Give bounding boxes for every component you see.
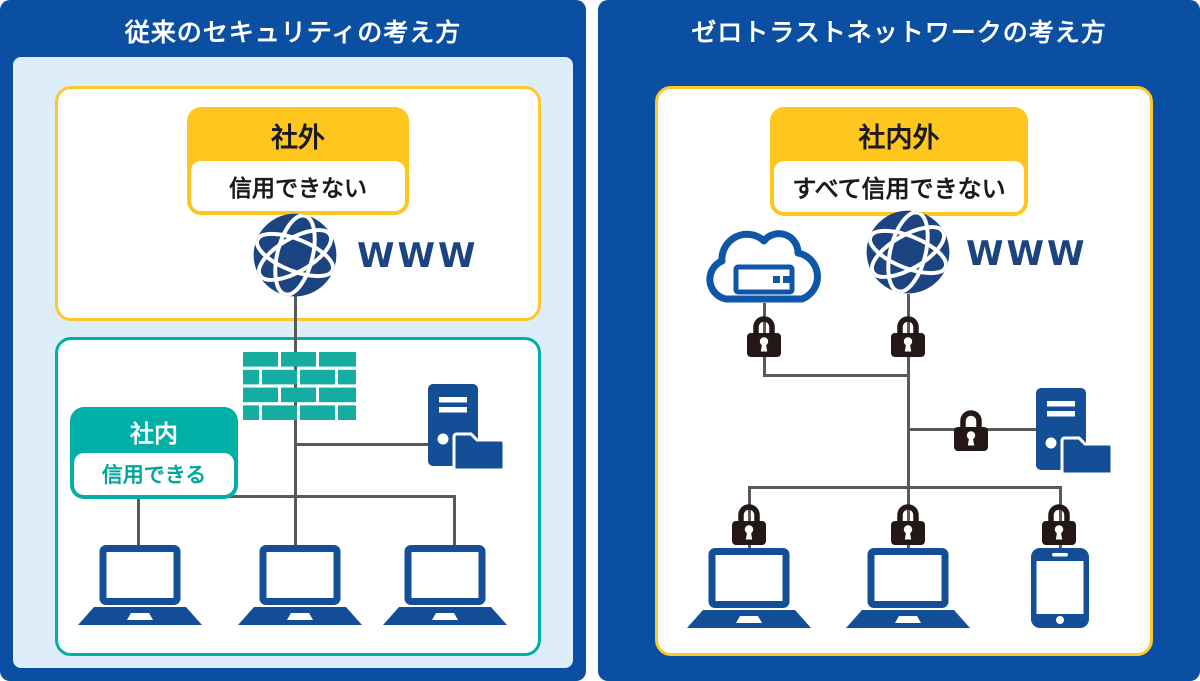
lock-icon-laptop1 xyxy=(729,502,769,546)
network-line-distribution-left xyxy=(137,495,456,498)
network-line-distribution-right xyxy=(747,486,1062,489)
internet-globe-icon xyxy=(251,211,339,299)
cloud-icon xyxy=(698,220,830,306)
www-label-left: WWW xyxy=(357,236,479,276)
network-line-trunk-right xyxy=(906,294,910,548)
lock-icon-laptop2 xyxy=(888,502,928,546)
www-label-right: WWW xyxy=(966,234,1088,274)
all-zone-label: 社内外 xyxy=(858,123,940,154)
network-line-drop-phone xyxy=(1058,486,1062,550)
panel-zero-trust-title: ゼロトラストネットワークの考え方 xyxy=(691,18,1107,47)
network-line-drop-laptop3-left xyxy=(453,495,456,548)
firewall-icon xyxy=(243,352,356,420)
folder-icon-left xyxy=(451,426,507,472)
lock-icon-globe xyxy=(888,314,928,358)
all-zone-badge: 社内外 すべて信用できない xyxy=(770,107,1028,216)
external-zone-label: 社外 xyxy=(271,123,325,154)
laptop-icon-right-1 xyxy=(687,548,811,630)
external-zone-description: 信用できない xyxy=(191,161,405,211)
network-line-trunk-left xyxy=(293,296,297,548)
lock-icon-server xyxy=(951,408,991,452)
internal-zone-description: 信用できる xyxy=(74,453,234,495)
network-line-drop-laptop1-left xyxy=(137,495,140,548)
network-line-drop-laptop1-right xyxy=(747,486,751,548)
lock-icon-cloud xyxy=(744,314,784,358)
laptop-icon-left-3 xyxy=(383,545,507,627)
network-line-server-branch-left xyxy=(295,443,430,446)
panel-traditional-title: 従来のセキュリティの考え方 xyxy=(124,18,462,47)
smartphone-icon xyxy=(1031,548,1089,628)
network-line-cloud-connector xyxy=(762,374,909,377)
lock-icon-phone xyxy=(1039,502,1079,546)
internal-zone-badge: 社内 信用できる xyxy=(70,407,238,499)
external-zone-badge: 社外 信用できない xyxy=(187,107,409,215)
internal-zone-label: 社内 xyxy=(130,420,178,448)
laptop-icon-right-2 xyxy=(846,548,970,630)
folder-icon-right xyxy=(1059,430,1115,476)
all-zone-description: すべて信用できない xyxy=(774,161,1024,212)
internet-globe-icon-right xyxy=(864,208,952,296)
laptop-icon-left-2 xyxy=(238,545,362,627)
laptop-icon-left-1 xyxy=(78,545,202,627)
